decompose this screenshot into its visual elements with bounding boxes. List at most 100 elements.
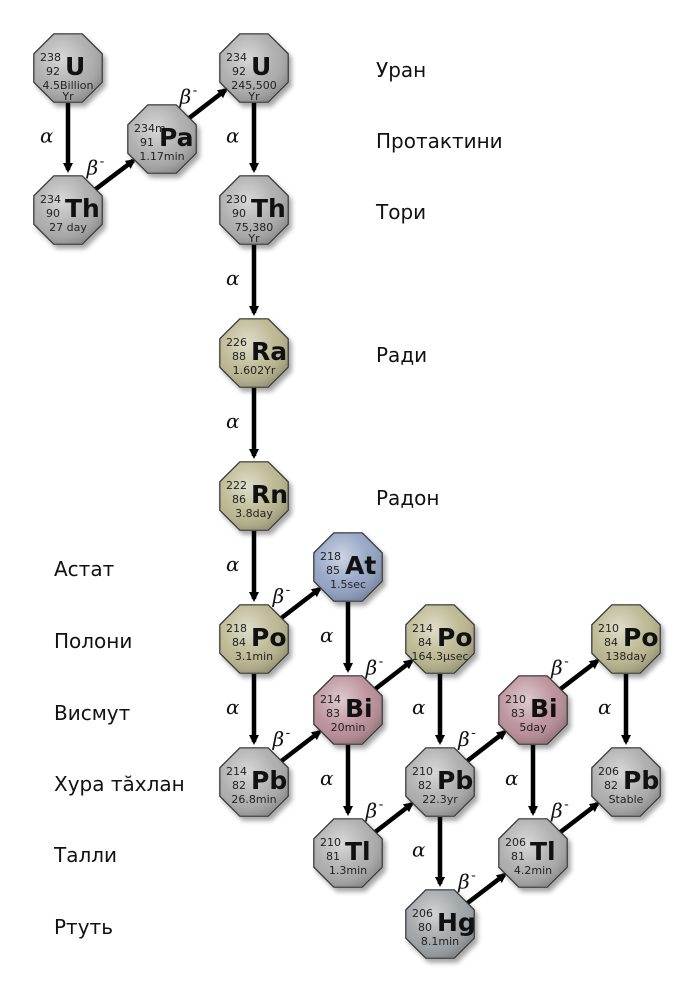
decay-arrow-th234-pa234m: β- [86, 154, 136, 194]
beta-minus-superscript: - [471, 868, 476, 883]
decay-arrow-u234-th230: α [226, 103, 259, 173]
nuclide-atomic-number: 83 [326, 707, 340, 720]
nuclide-sheen [499, 676, 567, 744]
decay-arrow-pb210-hg206: α [412, 817, 445, 887]
decay-arrow-po210-pb206: α [598, 674, 631, 745]
beta-minus-label: β [86, 155, 99, 179]
nuclide-sheen [406, 890, 474, 958]
alpha-label: α [40, 124, 54, 148]
alpha-label: α [226, 552, 240, 576]
nuclide-atomic-number: 81 [511, 850, 525, 863]
nuclide-sheen [499, 819, 567, 887]
nuclide-mass-number: 210 [505, 693, 526, 706]
nuclide-symbol: Th [65, 194, 100, 223]
nuclide-sheen [220, 605, 288, 673]
element-label-tl: Талли [53, 843, 117, 867]
nuclide-atomic-number: 81 [326, 850, 340, 863]
nuclide-atomic-number: 82 [232, 779, 246, 792]
nuclide-symbol: Th [251, 194, 286, 223]
decay-arrow-tl210-pb210: β- [365, 797, 414, 837]
alpha-label: α [505, 766, 519, 790]
nuclide-symbol: Pb [623, 766, 659, 795]
nuclide-mass-number: 222 [226, 479, 247, 492]
nuclide-symbol: At [345, 551, 376, 580]
nuclide-symbol: U [251, 52, 271, 81]
beta-minus-label: β [272, 584, 285, 608]
decay-arrow-line [184, 88, 228, 123]
nuclide-mass-number: 218 [320, 550, 341, 563]
alpha-label: α [412, 838, 426, 862]
nuclide-half-life: 245,500 [231, 79, 277, 92]
nuclide-atomic-number: 90 [232, 207, 246, 220]
nuclide-sheen [220, 462, 288, 530]
beta-minus-superscript: - [564, 654, 569, 669]
nuclide-sheen [406, 748, 474, 816]
beta-minus-label: β [457, 727, 470, 751]
nuclide-symbol: Pb [251, 766, 287, 795]
nuclide-symbol: Bi [345, 694, 373, 723]
element-label-pb: Хура тăхлан [54, 772, 185, 796]
element-label-hg: Ртуть [54, 915, 113, 939]
nuclide-half-life: 1.602Yr [233, 364, 276, 377]
decay-arrow-line [276, 587, 322, 623]
nuclide-half-life: 27 day [49, 221, 87, 234]
nuclide-symbol: Tl [345, 837, 371, 866]
element-label-rn: Радон [376, 486, 439, 510]
nuclide-half-life: Stable [609, 793, 644, 806]
beta-minus-superscript: - [100, 154, 105, 169]
nuclide-symbol: Po [251, 623, 287, 652]
element-label-po: Полони [54, 629, 132, 653]
nuclide-half-life-unit: Yr [247, 232, 260, 245]
alpha-label: α [320, 623, 334, 647]
decay-arrow-pb210-bi210: β- [457, 726, 507, 766]
element-label-th: Тори [375, 200, 426, 224]
element-label-u: Уран [376, 58, 426, 82]
element-label-ra: Ради [376, 343, 427, 367]
beta-minus-superscript: - [379, 654, 384, 669]
nuclide-sheen [34, 34, 102, 102]
alpha-label: α [226, 266, 240, 290]
beta-minus-superscript: - [379, 797, 384, 812]
beta-minus-label: β [179, 84, 192, 108]
decay-arrow-rn222-po218: α [226, 531, 259, 602]
beta-minus-superscript: - [564, 797, 569, 812]
decay-arrow-line [555, 659, 600, 694]
nuclide-atomic-number: 80 [418, 921, 432, 934]
nuclide-mass-number: 206 [598, 765, 619, 778]
beta-minus-label: β [272, 727, 285, 751]
nuclide-symbol: Tl [530, 837, 556, 866]
decay-arrow-tl206-pb206: β- [550, 797, 600, 837]
nuclide-mass-number: 214 [320, 693, 341, 706]
nuclide-sheen [34, 176, 102, 244]
decay-arrow-th230-ra226: α [226, 245, 259, 316]
beta-minus-superscript: - [193, 83, 198, 98]
nuclide-half-life-unit: Yr [61, 90, 74, 103]
beta-minus-label: β [550, 655, 563, 679]
nuclide-sheen [314, 676, 382, 744]
nuclide-half-life: 3.1min [235, 650, 273, 663]
nuclide-mass-number: 214 [412, 622, 433, 635]
decay-arrow-ra226-rn222: α [226, 388, 259, 459]
nuclide-mass-number: 218 [226, 622, 247, 635]
nuclide-atomic-number: 84 [418, 636, 432, 649]
element-label-pa: Протактини [376, 129, 503, 153]
element-label-bi: Висмут [54, 701, 131, 725]
nuclide-atomic-number: 84 [232, 636, 246, 649]
decay-arrow-hg206-tl206: β- [457, 868, 507, 908]
element-label-at: Астат [54, 557, 115, 581]
nuclide-symbol: Rn [251, 480, 288, 509]
nuclide-half-life-unit: Yr [247, 90, 260, 103]
decay-arrow-line [555, 802, 600, 837]
alpha-label: α [320, 766, 334, 790]
decay-arrow-bi210-tl206: α [505, 745, 538, 816]
